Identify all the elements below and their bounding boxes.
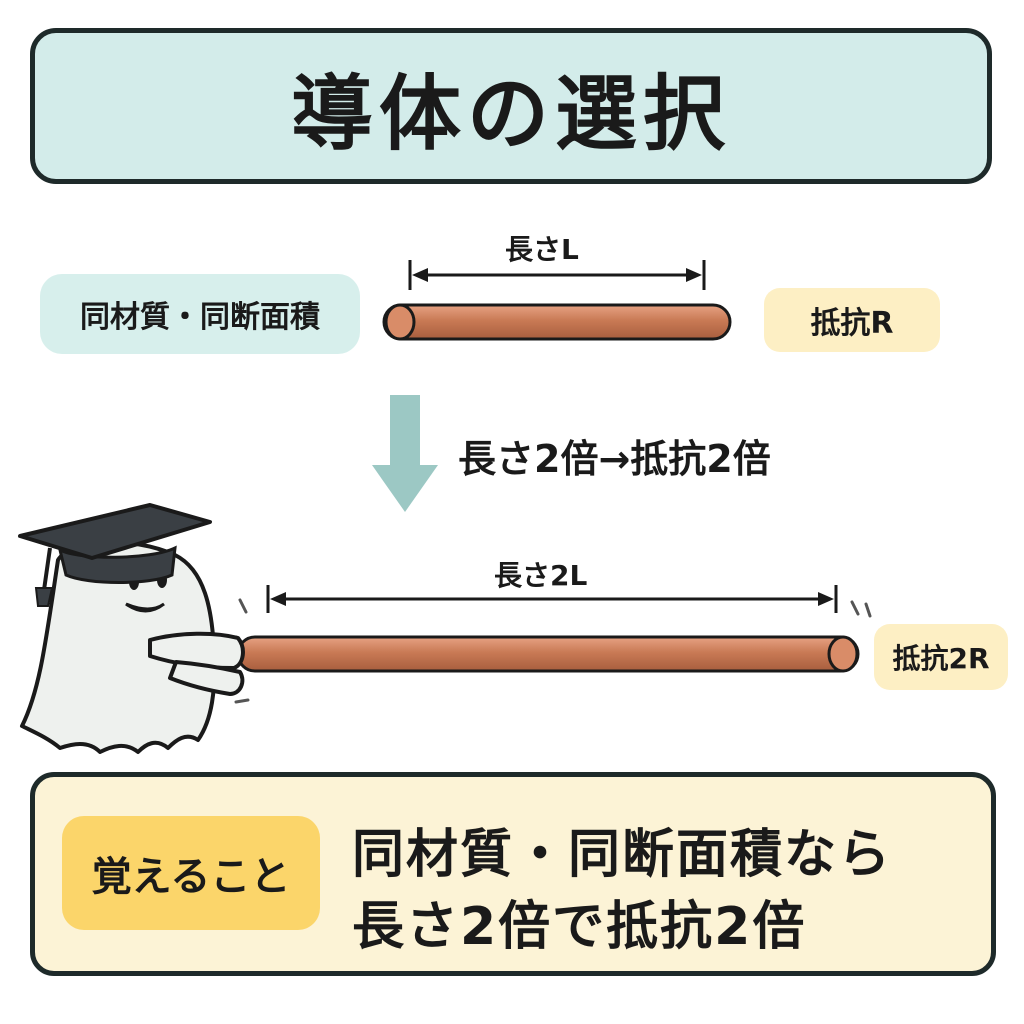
- remember-badge: 覚えること: [62, 816, 320, 930]
- summary-line-2: 長さ2倍で抵抗2倍: [352, 897, 807, 957]
- top-resistance-label: 抵抗R: [764, 288, 940, 352]
- bottom-length-label: 長さ2L: [494, 559, 588, 592]
- bottom-conductor-rod: [236, 635, 860, 673]
- graduation-cap-icon: [18, 503, 212, 607]
- title-banner: 導体の選択: [30, 28, 992, 184]
- top-resistance-text: 抵抗R: [810, 306, 894, 341]
- down-arrow-icon: [372, 395, 438, 512]
- top-dimension-arrow-icon: [408, 260, 706, 290]
- ghost-mascot-icon: [20, 540, 245, 754]
- bottom-dimension-arrow-icon: [266, 585, 838, 613]
- top-conductor-rod: [382, 303, 732, 341]
- condition-label: 同材質・同断面積: [40, 274, 360, 354]
- top-length-label: 長さL: [505, 233, 579, 266]
- summary-line-1: 同材質・同断面積なら: [352, 825, 893, 885]
- page-title: 導体の選択: [290, 66, 731, 162]
- remember-badge-text: 覚えること: [91, 854, 291, 900]
- bottom-resistance-label: 抵抗2R: [874, 624, 1008, 690]
- step-text: 長さ2倍→抵抗2倍: [458, 437, 771, 481]
- motion-marks: [230, 598, 872, 704]
- condition-label-text: 同材質・同断面積: [80, 300, 320, 335]
- bottom-resistance-text: 抵抗2R: [892, 642, 990, 675]
